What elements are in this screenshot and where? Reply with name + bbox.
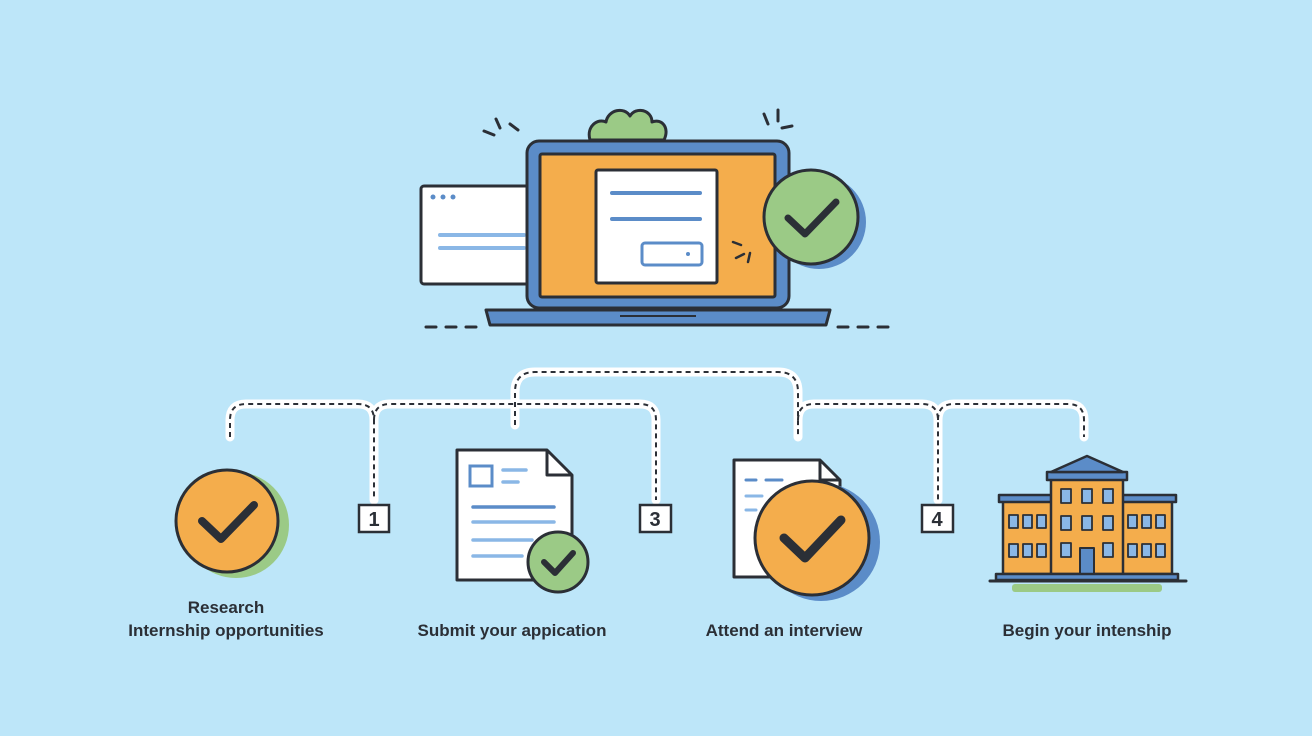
bush-icon bbox=[587, 108, 668, 142]
marker-1-text: 1 bbox=[368, 509, 379, 531]
step-1-label-line-1: Research bbox=[187, 598, 265, 617]
step-1-label-line-2: Internship opportunities bbox=[128, 621, 324, 640]
green-check-badge-icon bbox=[762, 168, 866, 269]
step-1-label: Research Internship opportunities bbox=[104, 596, 348, 642]
document-check-icon bbox=[455, 448, 590, 594]
marker-1: 1 bbox=[357, 503, 391, 534]
interview-check-icon bbox=[732, 458, 880, 601]
laptop-icon bbox=[484, 139, 832, 327]
laptop-illustration bbox=[419, 108, 890, 329]
step-3-label-line-1: Attend an interview bbox=[705, 621, 863, 640]
sparkle-right-icon bbox=[762, 108, 794, 130]
building-icon bbox=[988, 454, 1188, 592]
spark-icon bbox=[731, 240, 752, 264]
browser-window-icon bbox=[419, 184, 535, 286]
check-circle-icon bbox=[174, 468, 289, 578]
marker-3-text: 3 bbox=[649, 509, 660, 531]
step-4-label: Begin your intenship bbox=[967, 619, 1207, 642]
sparkle-left-icon bbox=[482, 117, 520, 137]
step-2-label: Submit your appication bbox=[392, 619, 632, 642]
step-2-label-line-1: Submit your appication bbox=[417, 621, 607, 640]
step-3-label: Attend an interview bbox=[664, 619, 904, 642]
marker-3: 3 bbox=[638, 503, 673, 534]
marker-4-text: 4 bbox=[931, 509, 943, 531]
step-4-label-line-1: Begin your intenship bbox=[1002, 621, 1172, 640]
marker-4: 4 bbox=[920, 503, 955, 534]
connector-network bbox=[225, 367, 1089, 505]
